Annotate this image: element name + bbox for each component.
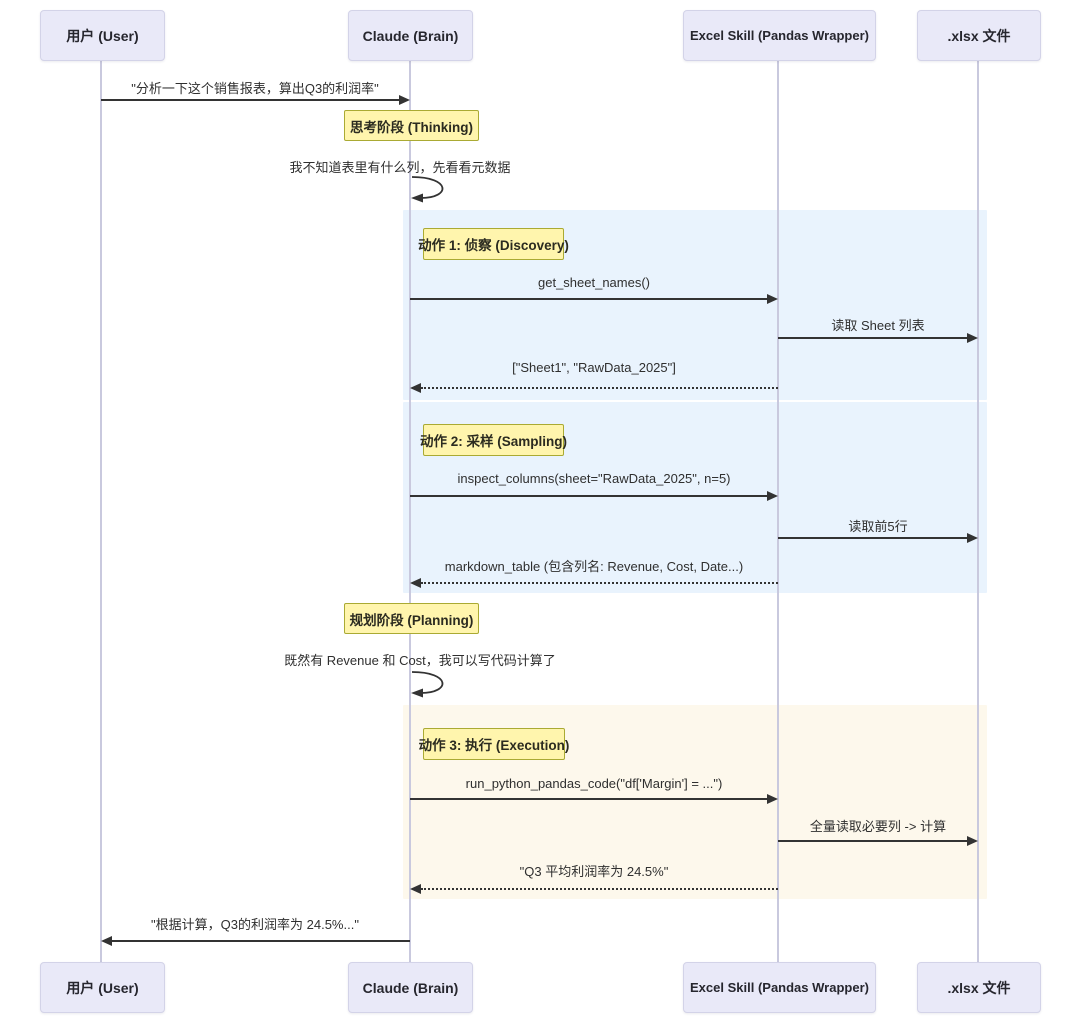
arrow-line (778, 840, 967, 842)
participant-label: .xlsx 文件 (947, 27, 1011, 44)
arrow-line (101, 99, 399, 101)
message-self-planning: 既然有 Revenue 和 Cost，我可以写代码计算了 (284, 653, 556, 668)
participant-label: 用户 (User) (66, 979, 139, 996)
arrow-return-1 (410, 383, 778, 393)
message-fileop-3: 全量读取必要列 -> 计算 (809, 819, 947, 834)
arrow-line (410, 798, 767, 800)
message-return-2: markdown_table (包含列名: Revenue, Cost, Dat… (444, 559, 744, 574)
lifeline-user (100, 59, 102, 963)
section-label-sampling: 动作 2: 采样 (Sampling) (420, 424, 567, 456)
arrow-line (112, 940, 410, 942)
message-call-3: run_python_pandas_code("df['Margin'] = .… (465, 776, 723, 791)
message-return-1: ["Sheet1", "RawData_2025"] (512, 360, 676, 375)
arrowhead-right-icon (767, 294, 778, 304)
arrowhead-right-icon (767, 491, 778, 501)
message-fileop-1: 读取 Sheet 列表 (831, 318, 925, 333)
message-fileop-2: 读取前5行 (848, 519, 908, 534)
participant-top-claude: Claude (Brain) (348, 10, 473, 61)
arrow-fileop-3 (778, 836, 978, 846)
section-label-execution: 动作 3: 执行 (Execution) (419, 728, 569, 760)
arrow-line (778, 537, 967, 539)
message-final-reply: "根据计算，Q3的利润率为 24.5%..." (151, 917, 359, 932)
arrow-line (410, 495, 767, 497)
self-loop-arrow-icon (411, 176, 444, 203)
arrow-fileop-1 (778, 333, 978, 343)
arrowhead-left-icon (101, 936, 112, 946)
participant-label: Claude (Brain) (362, 27, 459, 44)
lifeline-claude (409, 59, 411, 963)
message-call-1: get_sheet_names() (537, 275, 651, 290)
message-call-2: inspect_columns(sheet="RawData_2025", n=… (457, 471, 731, 486)
arrow-final-reply (101, 936, 410, 946)
message-return-3: "Q3 平均利润率为 24.5%" (519, 864, 669, 879)
participant-bottom-excel-skill: Excel Skill (Pandas Wrapper) (683, 962, 876, 1013)
participant-top-user: 用户 (User) (40, 10, 165, 61)
participant-top-excel-skill: Excel Skill (Pandas Wrapper) (683, 10, 876, 61)
arrow-line (778, 337, 967, 339)
arrowhead-right-icon (767, 794, 778, 804)
arrow-line (421, 582, 778, 584)
participant-bottom-xlsx-file: .xlsx 文件 (917, 962, 1041, 1013)
arrow-return-3 (410, 884, 778, 894)
lifeline-xlsx-file (977, 59, 979, 963)
note-thinking: 思考阶段 (Thinking) (344, 110, 479, 141)
self-loop-arrow-icon (411, 671, 444, 698)
arrowhead-left-icon (410, 578, 421, 588)
arrowhead-right-icon (967, 533, 978, 543)
lifeline-excel-skill (777, 59, 779, 963)
arrow-user-request (101, 95, 410, 105)
message-user-request: "分析一下这个销售报表，算出Q3的利润率" (131, 81, 379, 96)
arrowhead-left-icon (410, 383, 421, 393)
participant-label: .xlsx 文件 (947, 979, 1011, 996)
participant-bottom-claude: Claude (Brain) (348, 962, 473, 1013)
arrow-line (421, 888, 778, 890)
arrow-line (410, 298, 767, 300)
arrow-call-3 (410, 794, 778, 804)
arrowhead-right-icon (967, 836, 978, 846)
participant-label: Excel Skill (Pandas Wrapper) (690, 28, 869, 43)
arrow-fileop-2 (778, 533, 978, 543)
message-self-thinking: 我不知道表里有什么列，先看看元数据 (289, 160, 511, 175)
section-label-discovery: 动作 1: 侦察 (Discovery) (418, 228, 569, 260)
arrow-return-2 (410, 578, 778, 588)
arrowhead-right-icon (399, 95, 410, 105)
arrow-call-1 (410, 294, 778, 304)
note-planning: 规划阶段 (Planning) (344, 603, 479, 634)
arrowhead-right-icon (967, 333, 978, 343)
arrow-call-2 (410, 491, 778, 501)
arrow-line (421, 387, 778, 389)
arrowhead-left-icon (410, 884, 421, 894)
participant-label: Claude (Brain) (362, 979, 459, 996)
participant-top-xlsx-file: .xlsx 文件 (917, 10, 1041, 61)
participant-label: Excel Skill (Pandas Wrapper) (690, 980, 869, 995)
participant-bottom-user: 用户 (User) (40, 962, 165, 1013)
participant-label: 用户 (User) (66, 27, 139, 44)
